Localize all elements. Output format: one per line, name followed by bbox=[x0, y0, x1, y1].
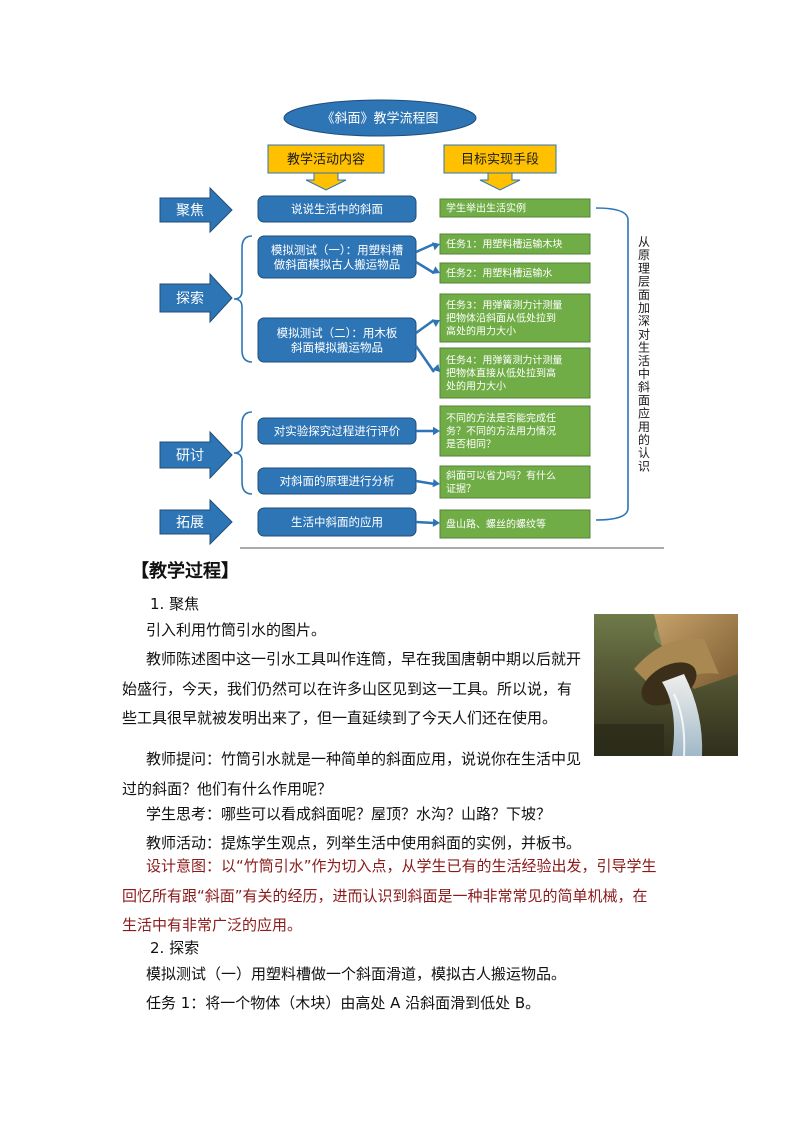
connector-2a-line bbox=[416, 320, 434, 333]
stage-label-0: 聚焦 bbox=[176, 203, 204, 219]
connector-1b-head bbox=[432, 266, 440, 274]
side-note-char-2: 理 bbox=[638, 261, 650, 275]
side-note-char-9: 活 bbox=[638, 354, 650, 368]
side-note-char-14: 用 bbox=[638, 420, 650, 434]
paragraph-task-1: 任务 1：将一个物体（木块）由高处 A 沿斜面滑到低处 B。 bbox=[122, 989, 662, 1019]
paragraph-design-intent: 设计意图：以“竹筒引水”作为切入点，从学生已有的生活经验出发，引导学生回忆所有跟… bbox=[122, 852, 662, 941]
connector-4-head bbox=[433, 479, 440, 487]
activity-header-label: 教学活动内容 bbox=[287, 152, 365, 168]
brace-explore bbox=[234, 236, 252, 362]
connector-1a-head bbox=[432, 242, 440, 250]
paragraph-student-thinking: 学生思考：哪些可以看成斜面呢？屋顶？水沟？山路？下坡？ bbox=[122, 800, 662, 830]
connector-5-line bbox=[416, 522, 434, 523]
activity-label-4: 对斜面的原理进行分析 bbox=[280, 474, 395, 488]
side-note-char-4: 面 bbox=[638, 288, 650, 302]
section-2-title: 2. 探索 bbox=[150, 937, 199, 958]
paragraph-simulation-test-1: 模拟测试（一）用塑料槽做一个斜面滑道，模拟古人搬运物品。 bbox=[122, 960, 662, 990]
activity-label-0: 说说生活中的斜面 bbox=[291, 202, 383, 216]
side-note-char-13: 应 bbox=[638, 406, 650, 421]
connector-4-line bbox=[416, 481, 434, 484]
section-1-title: 1. 聚焦 bbox=[150, 593, 199, 614]
paragraph-teacher-statement: 教师陈述图中这一引水工具叫作连筒，早在我国唐朝中期以后就开始盛行，今天，我们仍然… bbox=[122, 645, 582, 734]
side-note-char-6: 深 bbox=[638, 314, 650, 328]
connector-5-head bbox=[433, 519, 440, 527]
side-note-char-5: 加 bbox=[638, 301, 650, 315]
activity-label-1: 模拟测试（一）：用塑料槽做斜面模拟古人搬运物品 bbox=[271, 243, 404, 272]
flowchart-title: 《斜面》教学流程图 bbox=[321, 111, 438, 127]
side-note-char-7: 对 bbox=[638, 327, 650, 341]
means-label-0: 学生举出生活实例 bbox=[446, 202, 526, 215]
side-note-char-11: 斜 bbox=[638, 380, 650, 394]
means-label-2: 任务2：用塑料槽运输水 bbox=[446, 267, 552, 280]
activity-label-5: 生活中斜面的应用 bbox=[291, 515, 383, 529]
connector-1a-line bbox=[416, 244, 434, 252]
bamboo-water-pipe-photo bbox=[594, 614, 738, 756]
connector-2b-line bbox=[416, 346, 434, 372]
side-note-char-15: 的 bbox=[638, 432, 650, 447]
connector-1b-line bbox=[416, 262, 434, 273]
stage-label-3: 拓展 bbox=[176, 515, 204, 531]
side-note-char-8: 生 bbox=[638, 341, 650, 355]
connector-3-head bbox=[433, 427, 440, 435]
means-label-7: 盘山路、螺丝的螺纹等 bbox=[446, 518, 546, 531]
brace-discuss bbox=[234, 412, 252, 494]
section-heading-teaching-process: 【教学过程】 bbox=[131, 557, 239, 583]
means-label-1: 任务1：用塑料槽运输木块 bbox=[446, 238, 562, 251]
side-note-char-12: 面 bbox=[638, 393, 650, 407]
stage-label-2: 研讨 bbox=[176, 448, 204, 464]
activity-label-2: 模拟测试（二）：用木板斜面模拟搬运物品 bbox=[277, 326, 398, 355]
connector-2a-head bbox=[432, 320, 440, 327]
paragraph-intro-image: 引入利用竹筒引水的图片。 bbox=[146, 616, 606, 646]
right-bracket bbox=[596, 208, 628, 520]
side-note-char-10: 中 bbox=[638, 366, 650, 381]
activity-label-3: 对实验探究过程进行评价 bbox=[274, 424, 401, 438]
paragraph-teacher-question: 教师提问：竹筒引水就是一种简单的斜面应用，说说你在生活中见过的斜面？他们有什么作… bbox=[122, 745, 582, 804]
side-note-char-3: 层 bbox=[638, 275, 650, 289]
side-note-char-17: 识 bbox=[638, 459, 650, 473]
means-header-arrow bbox=[480, 173, 520, 190]
side-note-char-1: 原 bbox=[638, 248, 650, 262]
side-note-char-16: 认 bbox=[638, 446, 650, 460]
activity-header-arrow bbox=[306, 173, 346, 190]
stage-label-1: 探索 bbox=[176, 290, 204, 307]
side-note-char-0: 从 bbox=[638, 235, 650, 249]
means-header-label: 目标实现手段 bbox=[461, 153, 539, 168]
